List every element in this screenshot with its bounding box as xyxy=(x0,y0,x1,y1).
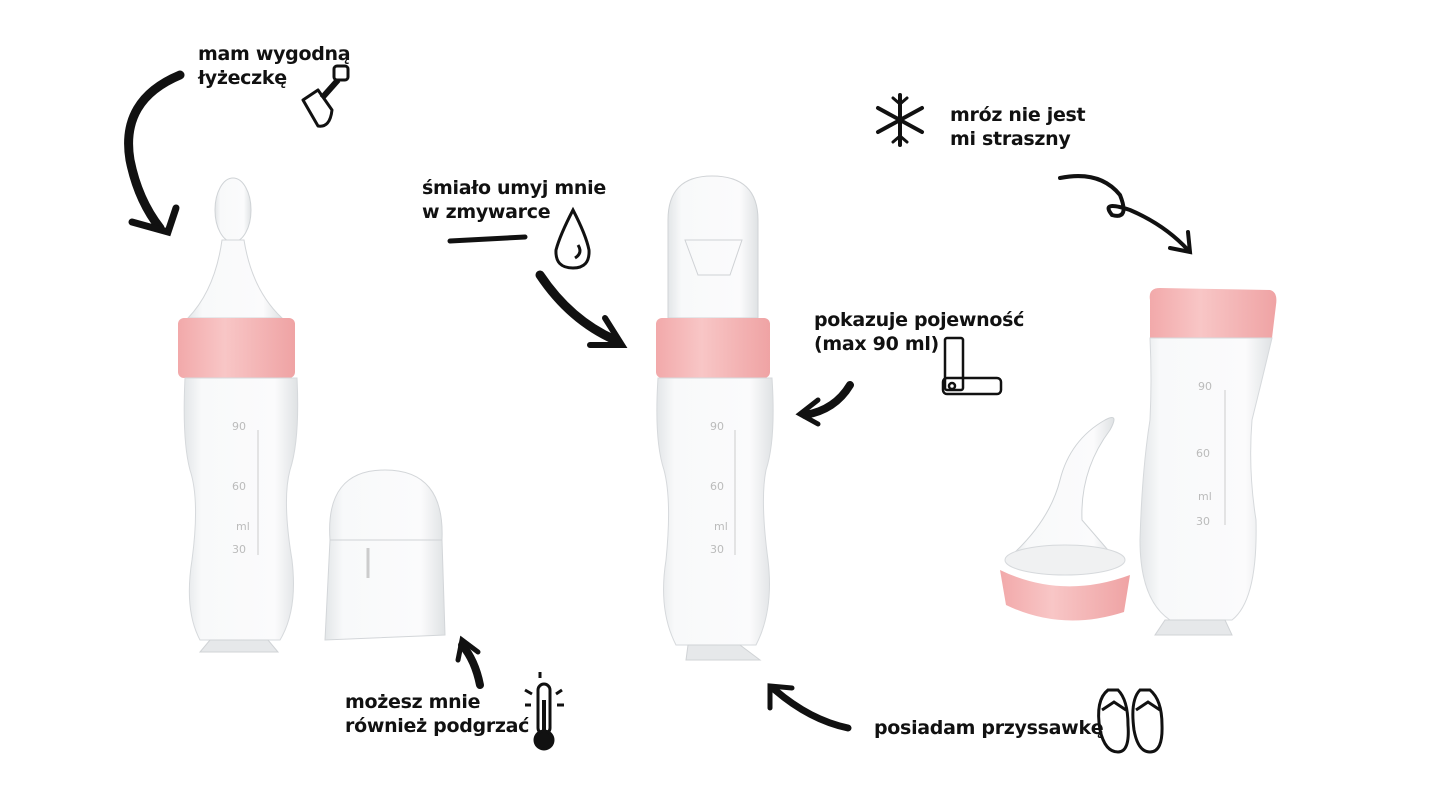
graduation-unit: ml xyxy=(236,520,250,533)
flip-flops-icon xyxy=(1097,688,1164,754)
graduation-60: 60 xyxy=(710,480,724,493)
graduation-30: 30 xyxy=(1196,515,1210,528)
detached-spoon-teat xyxy=(1000,417,1130,621)
bottle-with-spoon: 90 60 ml 30 xyxy=(178,177,299,653)
shovel-icon xyxy=(301,64,350,128)
annotation-capacity: pokazuje pojewność (max 90 ml) xyxy=(814,308,1024,356)
graduation-30: 30 xyxy=(232,543,246,556)
annotation-dishwasher-line1: śmiało umyj mnie xyxy=(422,177,606,199)
thermometer-icon xyxy=(524,672,564,751)
annotation-heat-line2: również podgrzać xyxy=(345,715,530,737)
annotation-heat-line1: możesz mnie xyxy=(345,691,481,713)
annotation-suction: posiadam przyssawkę xyxy=(874,716,1104,740)
bottle-center: 90 60 ml 30 xyxy=(656,175,774,661)
annotation-capacity-line2: (max 90 ml) xyxy=(814,333,939,355)
graduation-90: 90 xyxy=(1198,380,1212,393)
arrow-heat xyxy=(458,641,484,689)
bottle-right-open: 90 60 ml 30 xyxy=(1139,288,1277,636)
graduation-60: 60 xyxy=(232,480,246,493)
graduation-90: 90 xyxy=(710,420,724,433)
ruler-icon xyxy=(941,336,1003,396)
graduation-90: 90 xyxy=(232,420,246,433)
annotation-spoon: mam wygodną łyżeczkę xyxy=(198,42,351,90)
annotation-heat: możesz mnie również podgrzać xyxy=(345,690,529,738)
annotation-freeze-line1: mróz nie jest xyxy=(950,104,1086,126)
protective-cap xyxy=(324,469,446,641)
arrow-spoon xyxy=(124,70,185,233)
arrows xyxy=(124,70,1193,732)
arrow-capacity xyxy=(801,381,854,419)
annotation-dishwasher-line2: w zmywarce xyxy=(422,201,551,223)
annotation-freeze: mróz nie jest mi straszny xyxy=(950,103,1086,151)
water-drop-icon xyxy=(554,206,591,270)
annotation-freeze-line2: mi straszny xyxy=(950,128,1071,150)
underline xyxy=(447,234,528,244)
arrow-freeze xyxy=(1058,174,1190,252)
annotation-spoon-line1: mam wygodną xyxy=(198,43,351,65)
annotation-dishwasher: śmiało umyj mnie w zmywarce xyxy=(422,176,606,224)
snowflake-icon xyxy=(876,93,924,147)
graduation-unit: ml xyxy=(1198,490,1212,503)
annotation-spoon-line2: łyżeczkę xyxy=(198,67,287,89)
annotation-suction-line1: posiadam przyssawkę xyxy=(874,717,1104,739)
annotation-capacity-line1: pokazuje pojewność xyxy=(814,309,1025,331)
graduation-unit: ml xyxy=(714,520,728,533)
arrow-spoon-head xyxy=(128,204,180,237)
graduation-60: 60 xyxy=(1196,447,1210,460)
graduation-30: 30 xyxy=(710,543,724,556)
arrow-suction xyxy=(771,686,852,732)
arrow-dishwasher xyxy=(535,270,620,345)
